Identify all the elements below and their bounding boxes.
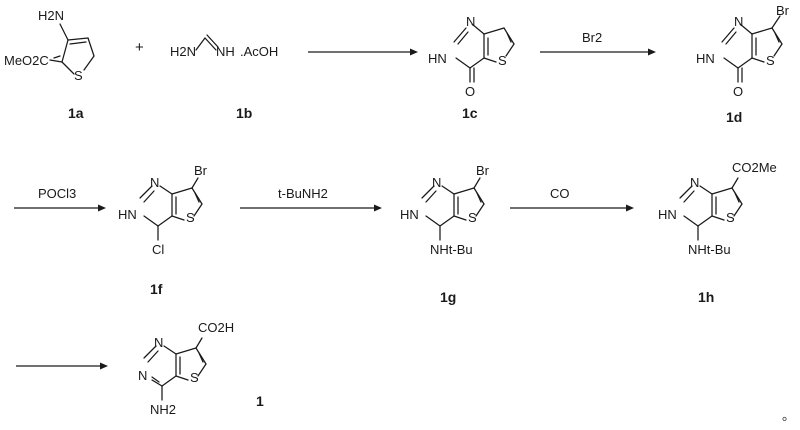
atom-1f-n1: HN	[118, 207, 137, 222]
bonds-1c	[453, 23, 515, 83]
atom-1h-amine: NHt-Bu	[688, 242, 731, 257]
plus-sign: +	[135, 39, 144, 56]
atom-1b-left: H2N	[170, 44, 196, 59]
label-1c: 1c	[462, 105, 478, 121]
atom-1d-n3: N	[734, 14, 743, 29]
atom-1f-sulfur: S	[186, 210, 195, 225]
atom-1f-chlorine: Cl	[152, 242, 164, 257]
compound-1d: N HN O S Br 1d	[696, 3, 790, 125]
atom-1b-right: NH	[216, 44, 235, 59]
reagent-arrow-4: t-BuNH2	[278, 186, 328, 201]
label-1b: 1b	[236, 105, 252, 121]
compound-1g: N HN S Br NHt-Bu 1g	[400, 163, 490, 305]
arrow-5: CO	[510, 186, 634, 212]
atom-1g-amine: NHt-Bu	[430, 242, 473, 257]
reagent-arrow-5: CO	[550, 186, 570, 201]
bonds-1a	[49, 23, 95, 75]
bonds-1d	[721, 15, 783, 83]
atom-1d-oxygen: O	[733, 84, 743, 99]
label-1g: 1g	[440, 289, 456, 305]
bonds-1g	[421, 177, 485, 241]
label-1a: 1a	[68, 105, 84, 121]
compound-1c: N HN O S 1c	[428, 14, 515, 121]
compound-1a: H2N MeO2C S 1a	[4, 8, 95, 121]
atom-1c-n1: HN	[428, 51, 447, 66]
atom-1c-oxygen: O	[465, 84, 475, 99]
compound-1: N N S CO2H NH2 1	[138, 320, 264, 417]
arrow-4: t-BuNH2	[240, 186, 382, 212]
arrow-3: POCl3	[14, 186, 106, 212]
arrow-6	[16, 362, 108, 370]
bonds-1	[143, 337, 207, 401]
label-1h: 1h	[698, 289, 714, 305]
atom-1b-salt: .AcOH	[240, 44, 278, 59]
reagent-arrow-2: Br2	[582, 30, 602, 45]
compound-1f: N HN Cl S Br 1f	[118, 163, 208, 297]
atom-1f-n3: N	[150, 175, 159, 190]
atom-1-sulfur: S	[190, 370, 199, 385]
atom-1c-sulfur: S	[498, 53, 507, 68]
atom-1d-sulfur: S	[766, 53, 775, 68]
atom-1h-n3: N	[690, 175, 699, 190]
atom-1-n3: N	[154, 335, 163, 350]
compound-1h: N HN S CO2Me NHt-Bu 1h	[658, 160, 777, 305]
arrow-1	[308, 48, 418, 56]
atom-1g-n1: HN	[400, 207, 419, 222]
atom-1d-bromine: Br	[776, 3, 790, 18]
atom-1h-sulfur: S	[726, 210, 735, 225]
label-1d: 1d	[726, 109, 742, 125]
atom-1h-ester: CO2Me	[732, 160, 777, 175]
atom-1-amine: NH2	[150, 402, 176, 417]
arrow-2: Br2	[540, 30, 656, 56]
atom-1-n1: N	[138, 368, 147, 383]
atom-1h-n1: HN	[658, 207, 677, 222]
atom-1a-ester: MeO2C	[4, 53, 49, 68]
atom-1g-n3: N	[432, 175, 441, 190]
label-1: 1	[256, 393, 264, 409]
reagent-arrow-3: POCl3	[38, 186, 76, 201]
atom-1a-amine: H2N	[38, 8, 64, 23]
label-1f: 1f	[150, 281, 163, 297]
atom-1g-bromine: Br	[476, 163, 490, 178]
bonds-1h	[679, 177, 743, 241]
trailing-mark: 。	[782, 408, 795, 423]
atom-1c-n3: N	[466, 14, 475, 29]
atom-1f-bromine: Br	[194, 163, 208, 178]
atom-1-acid: CO2H	[198, 320, 234, 335]
atom-1a-sulfur: S	[74, 68, 83, 83]
atom-1g-sulfur: S	[468, 210, 477, 225]
bonds-1f	[139, 177, 203, 241]
atom-1d-n1: HN	[696, 51, 715, 66]
compound-1b: H2N NH .AcOH 1b	[170, 34, 278, 121]
